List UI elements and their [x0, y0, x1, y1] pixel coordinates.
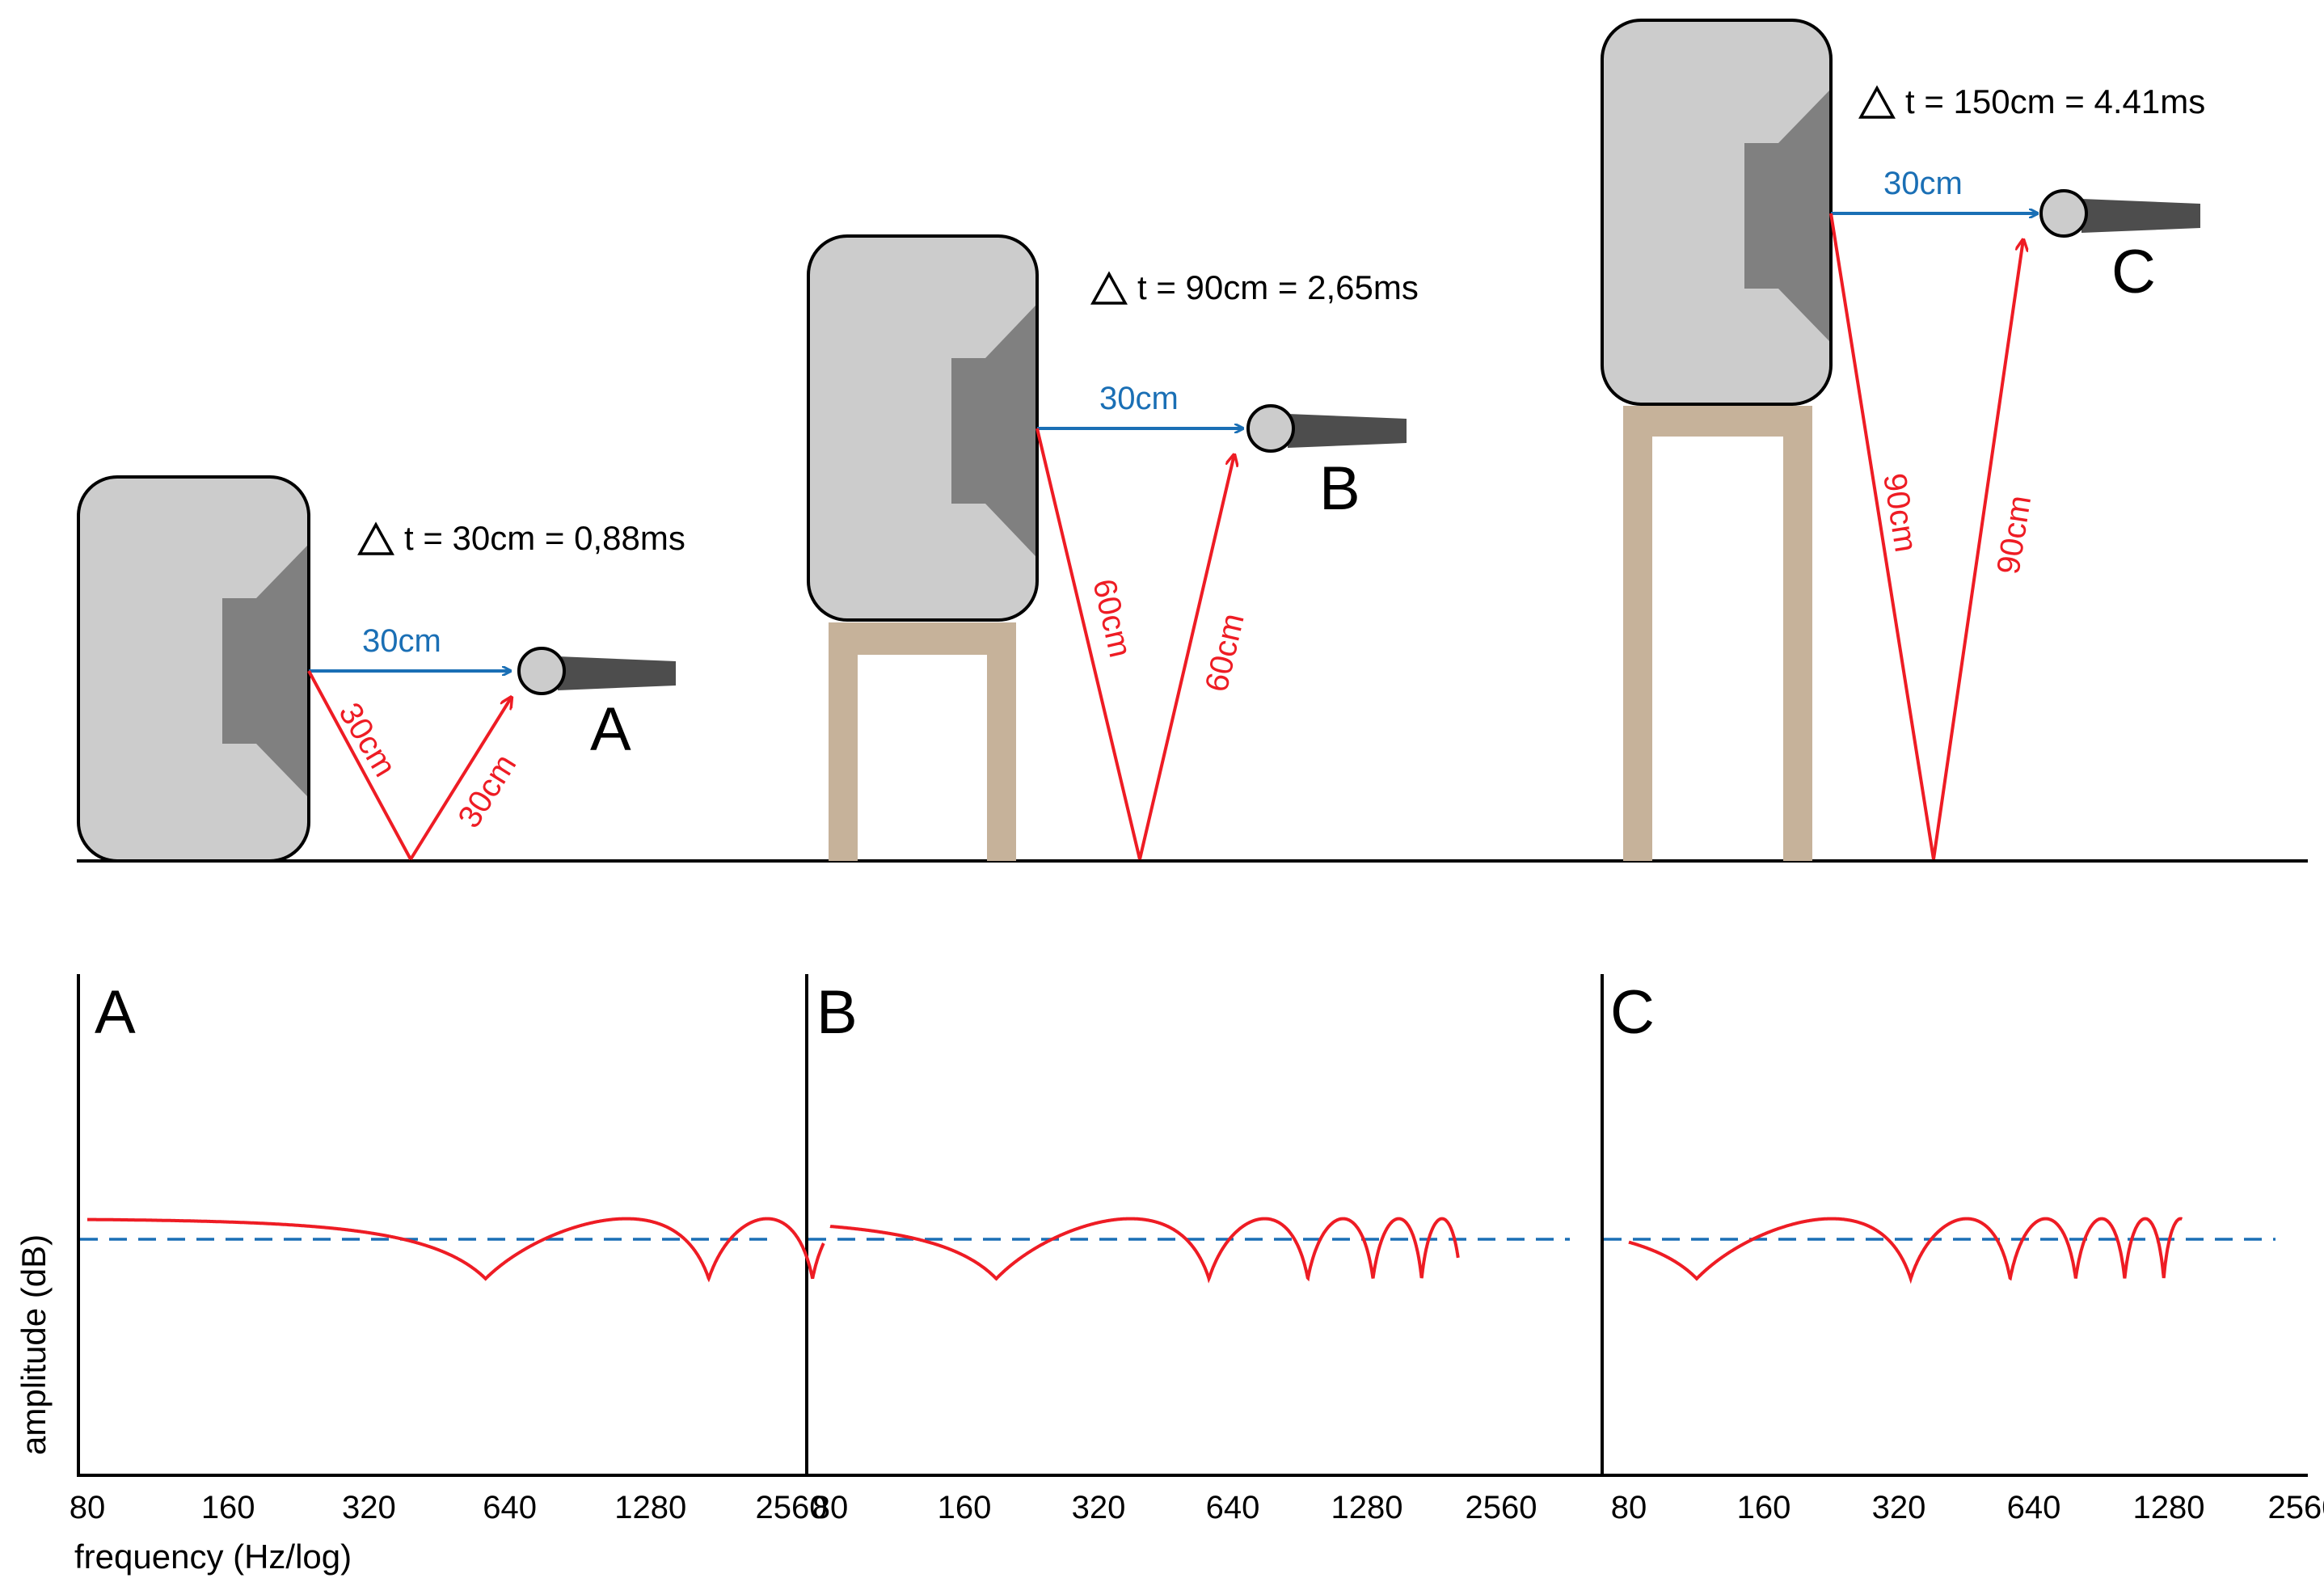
speaker-magnet	[222, 598, 256, 744]
delta-label: t = 90cm = 2,65ms	[1137, 268, 1419, 306]
reflection-up-path	[1932, 239, 2023, 860]
speaker-cabinet	[77, 475, 310, 863]
microphone	[1246, 404, 1407, 453]
mic-position-label: C	[2111, 238, 2156, 306]
x-tick-label: 320	[1072, 1490, 1126, 1525]
y-axis-label: amplitude (dB)	[15, 1234, 53, 1455]
direct-path-label: 30cm	[1099, 381, 1179, 416]
speaker-magnet	[1744, 143, 1778, 289]
x-tick-label: 640	[483, 1490, 537, 1525]
response-curve-b	[829, 1217, 1460, 1284]
speaker-magnet	[951, 358, 985, 504]
reflection-down-path	[1829, 213, 1935, 860]
x-tick-label: 2560	[756, 1490, 828, 1525]
direct-path-label: 30cm	[1883, 166, 1963, 201]
speaker-cone	[985, 306, 1035, 556]
reflection-up-path	[409, 697, 512, 861]
microphone	[517, 647, 676, 695]
delta-icon	[357, 521, 394, 555]
graph-b-label: B	[816, 978, 858, 1047]
direct-path-label: 30cm	[362, 623, 441, 659]
x-tick-label: 160	[938, 1490, 992, 1525]
speaker-stand	[1623, 406, 1812, 861]
delta-label: t = 30cm = 0,88ms	[404, 519, 685, 557]
delta-label-group: t = 150cm = 4.41ms	[1858, 82, 2205, 120]
x-axis-label: frequency (Hz/log)	[74, 1538, 352, 1576]
delta-label-group: t = 90cm = 2,65ms	[1090, 268, 1419, 306]
reflection-up-label: 30cm	[451, 749, 523, 834]
mic-position-label: A	[590, 695, 631, 764]
x-tick-label: 80	[70, 1490, 106, 1525]
response-curve-a	[87, 1217, 825, 1283]
speaker-cone	[1778, 91, 1829, 341]
microphone	[2039, 189, 2200, 238]
x-tick-label: 1280	[1331, 1490, 1403, 1525]
x-tick-label: 2560	[2268, 1490, 2324, 1525]
x-tick-label: 1280	[614, 1490, 686, 1525]
scene-a: 30cm 30cm 30cm A t = 30cm = 0,88ms	[77, 475, 685, 863]
mic-head	[1246, 404, 1295, 453]
response-curve-c	[1628, 1217, 2183, 1285]
response-curves	[87, 1217, 2183, 1285]
reflection-down-path	[1035, 428, 1141, 860]
graph-a-label: A	[95, 978, 136, 1047]
x-tick-label: 640	[2007, 1490, 2061, 1525]
scene-b: 30cm 60cm 60cm B t = 90cm = 2,65ms	[807, 234, 1419, 861]
reflection-down-label: 30cm	[331, 697, 403, 783]
scene-c: 30cm 90cm 90cm C t = 150cm = 4.41ms	[1601, 19, 2205, 861]
x-tick-label: 80	[1611, 1490, 1647, 1525]
x-tick-label: 320	[342, 1490, 396, 1525]
reflection-up-label: 90cm	[1990, 493, 2038, 576]
reflection-down-path	[307, 670, 412, 860]
mic-head	[517, 647, 566, 695]
x-tick-label: 640	[1206, 1490, 1260, 1525]
graph-c-label: C	[1610, 978, 1655, 1047]
frequency-response-graphs: A B C amplitude (dB) frequency (Hz/log) …	[15, 974, 2324, 1576]
x-tick-label: 160	[1737, 1490, 1791, 1525]
delta-label: t = 150cm = 4.41ms	[1905, 82, 2205, 120]
mic-position-label: B	[1319, 454, 1360, 523]
delta-icon	[1090, 271, 1128, 305]
mic-body	[2081, 199, 2200, 233]
delta-icon	[1858, 85, 1896, 119]
mic-body	[558, 656, 676, 690]
speaker-stand	[829, 622, 1016, 861]
x-tick-label: 2560	[1466, 1490, 1537, 1525]
mic-head	[2039, 189, 2088, 238]
reflection-up-label: 60cm	[1199, 610, 1251, 695]
mic-body	[1288, 414, 1407, 448]
delta-label-group: t = 30cm = 0,88ms	[357, 519, 685, 557]
x-tick-label: 80	[812, 1490, 849, 1525]
reflection-down-label: 60cm	[1086, 576, 1138, 660]
x-tick-label: 160	[201, 1490, 255, 1525]
reflection-up-path	[1138, 454, 1234, 860]
x-tick-label: 320	[1872, 1490, 1926, 1525]
speaker-cone	[256, 546, 307, 796]
x-tick-label: 1280	[2133, 1490, 2205, 1525]
